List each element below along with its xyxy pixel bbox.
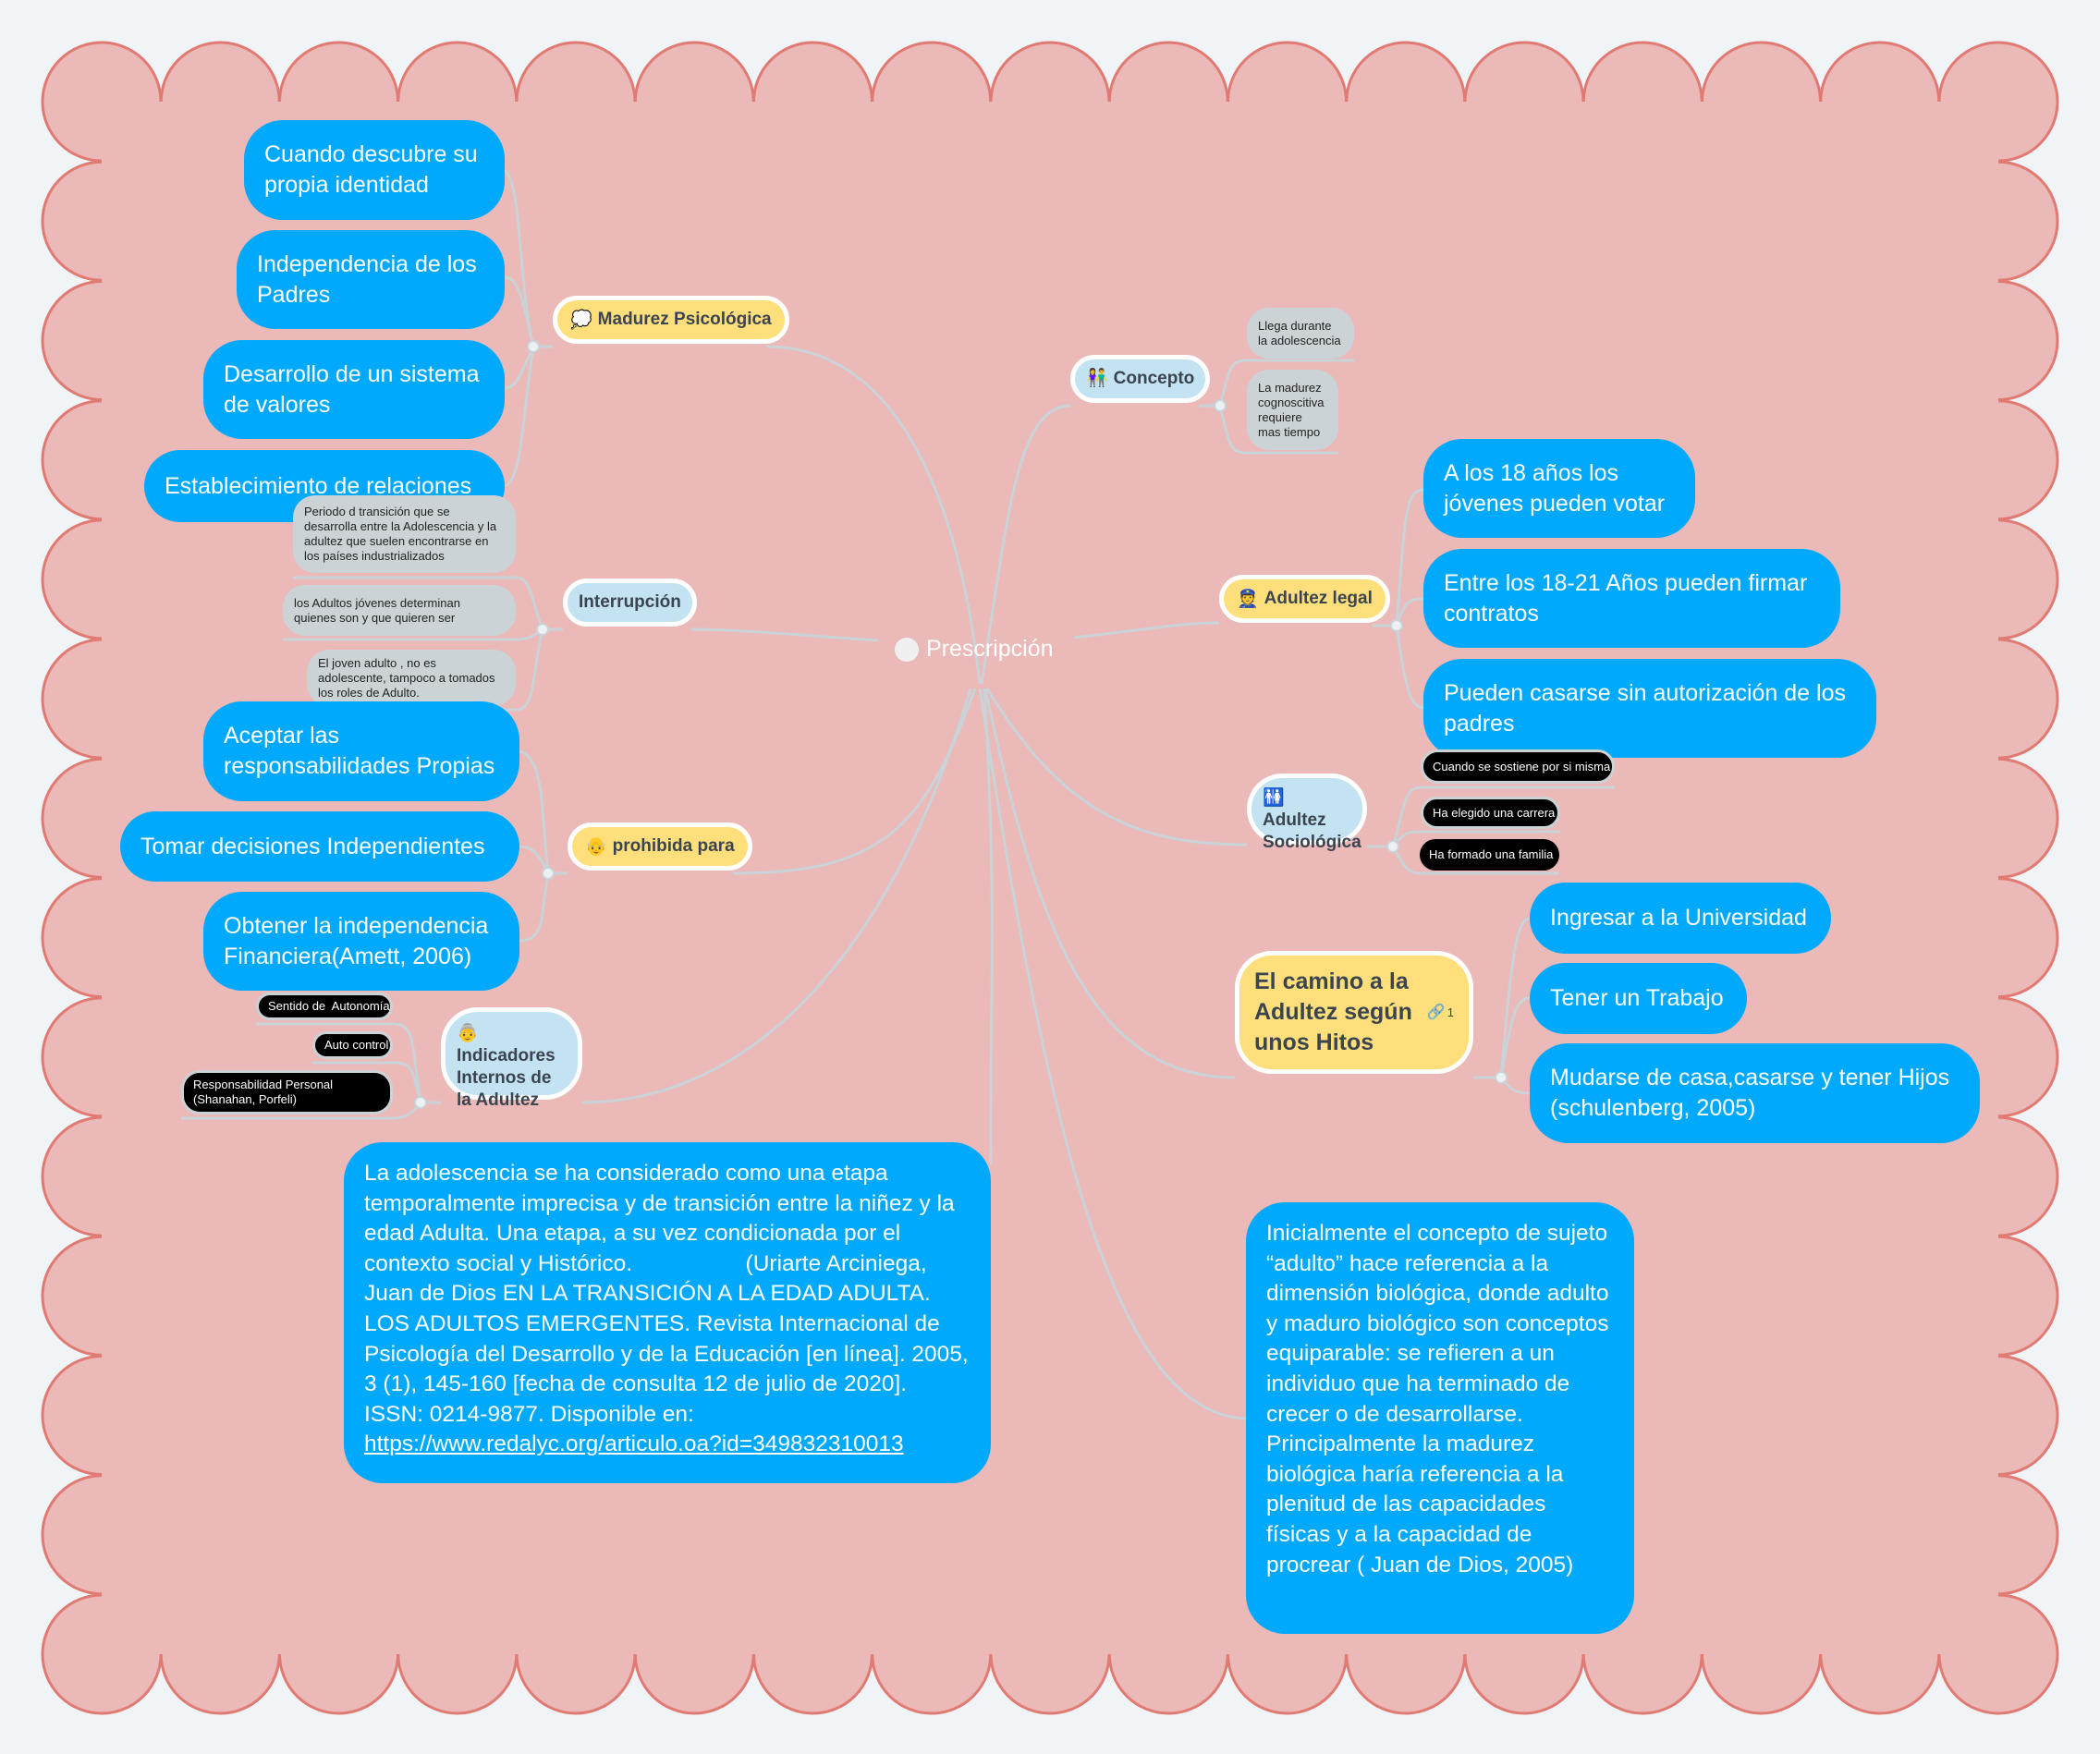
hub-interrupcion[interactable]	[536, 623, 549, 636]
hub-sociologica[interactable]	[1386, 840, 1399, 853]
topic-label: Interrupción	[579, 592, 681, 612]
note-left-text: La adolescencia se ha considerado como u…	[364, 1161, 975, 1427]
topic-interrupcion[interactable]: Interrupción	[563, 579, 697, 627]
indicadores-child-2[interactable]: Auto control	[312, 1031, 393, 1059]
camino-child-3[interactable]: Mudarse de casa,casarse y tener Hijos (s…	[1530, 1043, 1980, 1143]
topic-indicadores[interactable]: 👵 Indicadores Internos de la Adultez	[441, 1007, 582, 1110]
topic-adultez-legal[interactable]: 👮 Adultez legal	[1219, 575, 1390, 623]
interrupcion-note-1[interactable]: Periodo d transición que se desarrolla e…	[293, 495, 516, 573]
topic-adultez-sociologica[interactable]: 🚻Adultez Sociológica	[1247, 773, 1367, 852]
central-dot-icon	[895, 637, 919, 662]
topic-madurez-psicologica[interactable]: 💭 Madurez Psicológica	[553, 296, 789, 344]
couple-icon: 👫	[1086, 369, 1108, 388]
topic-label: Indicadores Internos de la Adultez	[457, 1046, 556, 1110]
old-man-icon: 👴	[585, 837, 607, 857]
hub-prohibida[interactable]	[542, 867, 555, 880]
hub-madurez[interactable]	[527, 340, 540, 353]
concepto-note-1[interactable]: Llega durante la adolescencia	[1247, 308, 1354, 359]
reference-link[interactable]: https://www.redalyc.org/articulo.oa?id=3…	[364, 1431, 904, 1457]
madurez-child-1[interactable]: Cuando descubre su propia identidad	[244, 120, 505, 220]
interrupcion-note-3[interactable]: El joven adulto , no es adolescente, tam…	[307, 650, 516, 706]
topic-label: prohibida para	[612, 836, 735, 856]
legal-child-2[interactable]: Entre los 18-21 Años pueden firmar contr…	[1423, 549, 1840, 648]
hub-concepto[interactable]	[1214, 399, 1227, 412]
prohibida-child-1[interactable]: Aceptar las responsabilidades Propias	[203, 701, 519, 801]
topic-prohibida-para[interactable]: 👴 prohibida para	[568, 822, 752, 871]
hub-indicadores[interactable]	[414, 1096, 427, 1109]
central-label: Prescripción	[926, 636, 1054, 662]
indicadores-child-1[interactable]: Sentido de Autonomía	[256, 993, 393, 1020]
police-officer-icon: 👮	[1237, 590, 1259, 609]
topic-el-camino[interactable]: El camino a la Adultez según unos Hitos …	[1235, 951, 1473, 1074]
prohibida-child-2[interactable]: Tomar decisiones Independientes	[120, 811, 519, 882]
topic-label: Adultez Sociológica	[1263, 810, 1361, 852]
older-person-icon: 👵	[457, 1024, 479, 1043]
topic-concepto[interactable]: 👫 Concepto	[1070, 355, 1211, 403]
sociologica-child-3[interactable]: Ha formado una familia	[1420, 839, 1559, 871]
legal-child-1[interactable]: A los 18 años los jóvenes pueden votar	[1423, 439, 1695, 538]
topic-label: Madurez Psicológica	[597, 310, 772, 329]
hub-camino[interactable]	[1495, 1071, 1508, 1084]
madurez-child-2[interactable]: Independencia de los Padres	[237, 230, 505, 329]
camino-child-2[interactable]: Tener un Trabajo	[1530, 963, 1747, 1034]
camino-child-1[interactable]: Ingresar a la Universidad	[1530, 883, 1831, 954]
sociologica-child-2[interactable]: Ha elegido una carrera	[1421, 797, 1560, 829]
interrupcion-note-2[interactable]: los Adultos jóvenes determinan quienes s…	[283, 585, 516, 636]
madurez-child-3[interactable]: Desarrollo de un sistema de valores	[203, 340, 505, 439]
topic-label: Concepto	[1113, 369, 1195, 388]
note-left: La adolescencia se ha considerado como u…	[344, 1142, 991, 1483]
link-count: 1	[1447, 1005, 1454, 1019]
topic-label: Adultez legal	[1264, 589, 1373, 608]
concepto-note-2[interactable]: La madurez cognoscitiva requiere mas tie…	[1247, 370, 1338, 450]
thought-balloon-icon: 💭	[570, 311, 592, 330]
note-right: Inicialmente el concepto de sujeto “adul…	[1246, 1202, 1634, 1634]
hub-legal[interactable]	[1390, 619, 1403, 632]
sociologica-child-1[interactable]: Cuando se sostiene por si misma	[1421, 749, 1615, 784]
restroom-icon: 🚻	[1263, 788, 1285, 808]
topic-label: El camino a la Adultez según unos Hitos	[1254, 968, 1412, 1055]
legal-child-3[interactable]: Pueden casarse sin autorización de los p…	[1423, 659, 1876, 758]
central-node[interactable]: Prescripción	[895, 636, 1054, 663]
indicadores-child-3[interactable]: Responsabilidad Personal (Shanahan, Porf…	[181, 1070, 393, 1115]
link-icon[interactable]: 🔗	[1426, 1005, 1446, 1020]
prohibida-child-3[interactable]: Obtener la independencia Financiera(Amet…	[203, 892, 519, 991]
